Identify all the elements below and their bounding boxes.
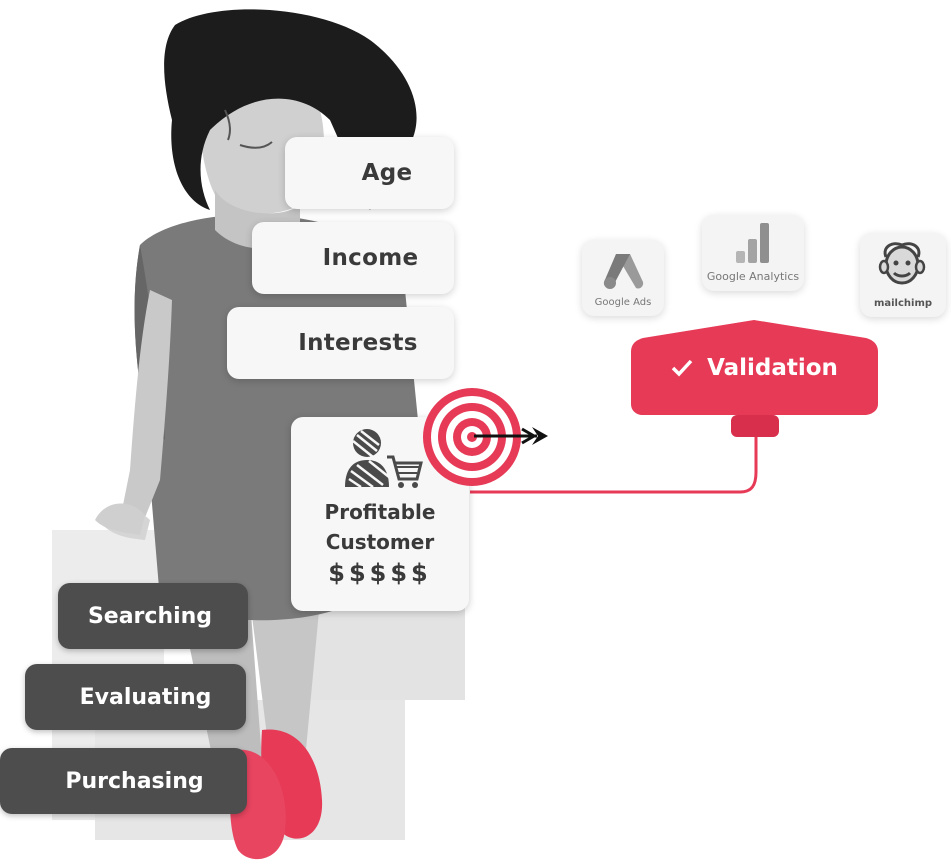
validation-badge: Validation [631, 320, 878, 437]
check-icon [671, 359, 693, 377]
google-ads-tile: Google Ads [582, 240, 664, 316]
stage-purchasing-pill: Purchasing [0, 748, 247, 814]
validation-label: Validation [707, 355, 838, 381]
attribute-card-interests: Interests [227, 307, 454, 379]
stage-purchasing-label: Purchasing [65, 768, 204, 794]
mailchimp-tile: mailchimp [860, 233, 946, 317]
arrow-icon [474, 427, 548, 445]
customer-cart-icon [345, 429, 423, 489]
stage-evaluating-pill: Evaluating [25, 664, 246, 730]
stage-searching-label: Searching [87, 603, 213, 629]
profit-dollar-signs: $$$$$ [328, 559, 432, 587]
mailchimp-label: mailchimp [873, 298, 933, 309]
stage-searching-pill: Searching [58, 583, 248, 649]
validation-shape [631, 320, 878, 437]
google-analytics-label: Google Analytics [706, 270, 800, 283]
profitable-title-line2: Customer [325, 530, 435, 554]
attribute-card-age: Age [285, 137, 454, 209]
attribute-card-income: Income [252, 222, 454, 294]
mailchimp-icon [878, 242, 926, 285]
connector-line [470, 432, 758, 494]
target-icon [423, 388, 548, 486]
google-analytics-tile: Google Analytics [702, 215, 804, 291]
attribute-age-label: Age [361, 160, 413, 186]
attribute-interests-label: Interests [298, 330, 418, 356]
box-right [300, 600, 465, 700]
google-ads-label: Google Ads [594, 297, 652, 308]
attribute-income-label: Income [322, 245, 419, 271]
google-ads-icon [603, 254, 644, 289]
google-analytics-icon [736, 223, 769, 263]
stage-evaluating-label: Evaluating [79, 684, 212, 710]
profitable-title-line1: Profitable [324, 500, 436, 524]
